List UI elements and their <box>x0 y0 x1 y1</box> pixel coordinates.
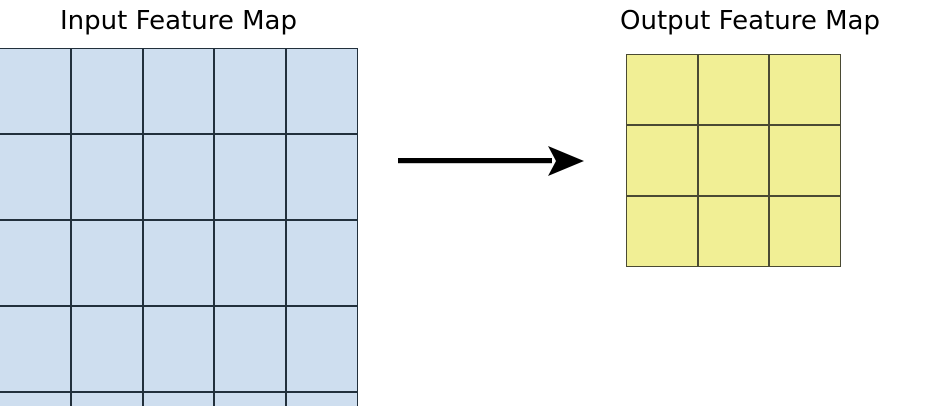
input-grid-cell <box>142 220 215 306</box>
input-grid-cell <box>70 306 143 392</box>
input-grid-cell <box>142 306 215 392</box>
input-feature-map-grid <box>0 48 358 406</box>
input-grid-cell <box>0 306 71 392</box>
input-grid-cell <box>70 220 143 306</box>
output-feature-map-grid <box>626 54 841 267</box>
input-grid-cell <box>286 48 358 134</box>
output-grid-cell <box>626 54 698 125</box>
input-grid-cell <box>70 134 143 220</box>
input-grid-cell <box>286 134 358 220</box>
input-grid-cell <box>0 392 71 406</box>
output-grid-cell <box>626 196 698 267</box>
arrow-right-icon <box>398 146 584 176</box>
output-grid-cell <box>626 125 698 196</box>
input-grid-cell <box>70 48 143 134</box>
input-grid-cell <box>214 392 287 406</box>
input-grid-cell <box>142 392 215 406</box>
input-grid-cell <box>286 392 358 406</box>
input-grid-cell <box>214 48 287 134</box>
input-grid-cell <box>214 134 287 220</box>
output-grid-cell <box>769 54 841 125</box>
input-grid-cell <box>286 306 358 392</box>
output-grid-cell <box>769 196 841 267</box>
output-grid-cell <box>697 196 770 267</box>
input-grid-cell <box>214 306 287 392</box>
input-grid-cell <box>0 134 71 220</box>
output-grid-cell <box>769 125 841 196</box>
input-grid-cell <box>70 392 143 406</box>
input-grid-cell <box>0 48 71 134</box>
input-grid-cell <box>142 48 215 134</box>
output-grid-cell <box>697 125 770 196</box>
output-feature-map-title: Output Feature Map <box>620 6 880 36</box>
input-grid-cell <box>142 134 215 220</box>
input-grid-cell <box>286 220 358 306</box>
input-grid-cell <box>214 220 287 306</box>
input-feature-map-title: Input Feature Map <box>60 6 297 36</box>
output-grid-cell <box>697 54 770 125</box>
input-grid-cell <box>0 220 71 306</box>
